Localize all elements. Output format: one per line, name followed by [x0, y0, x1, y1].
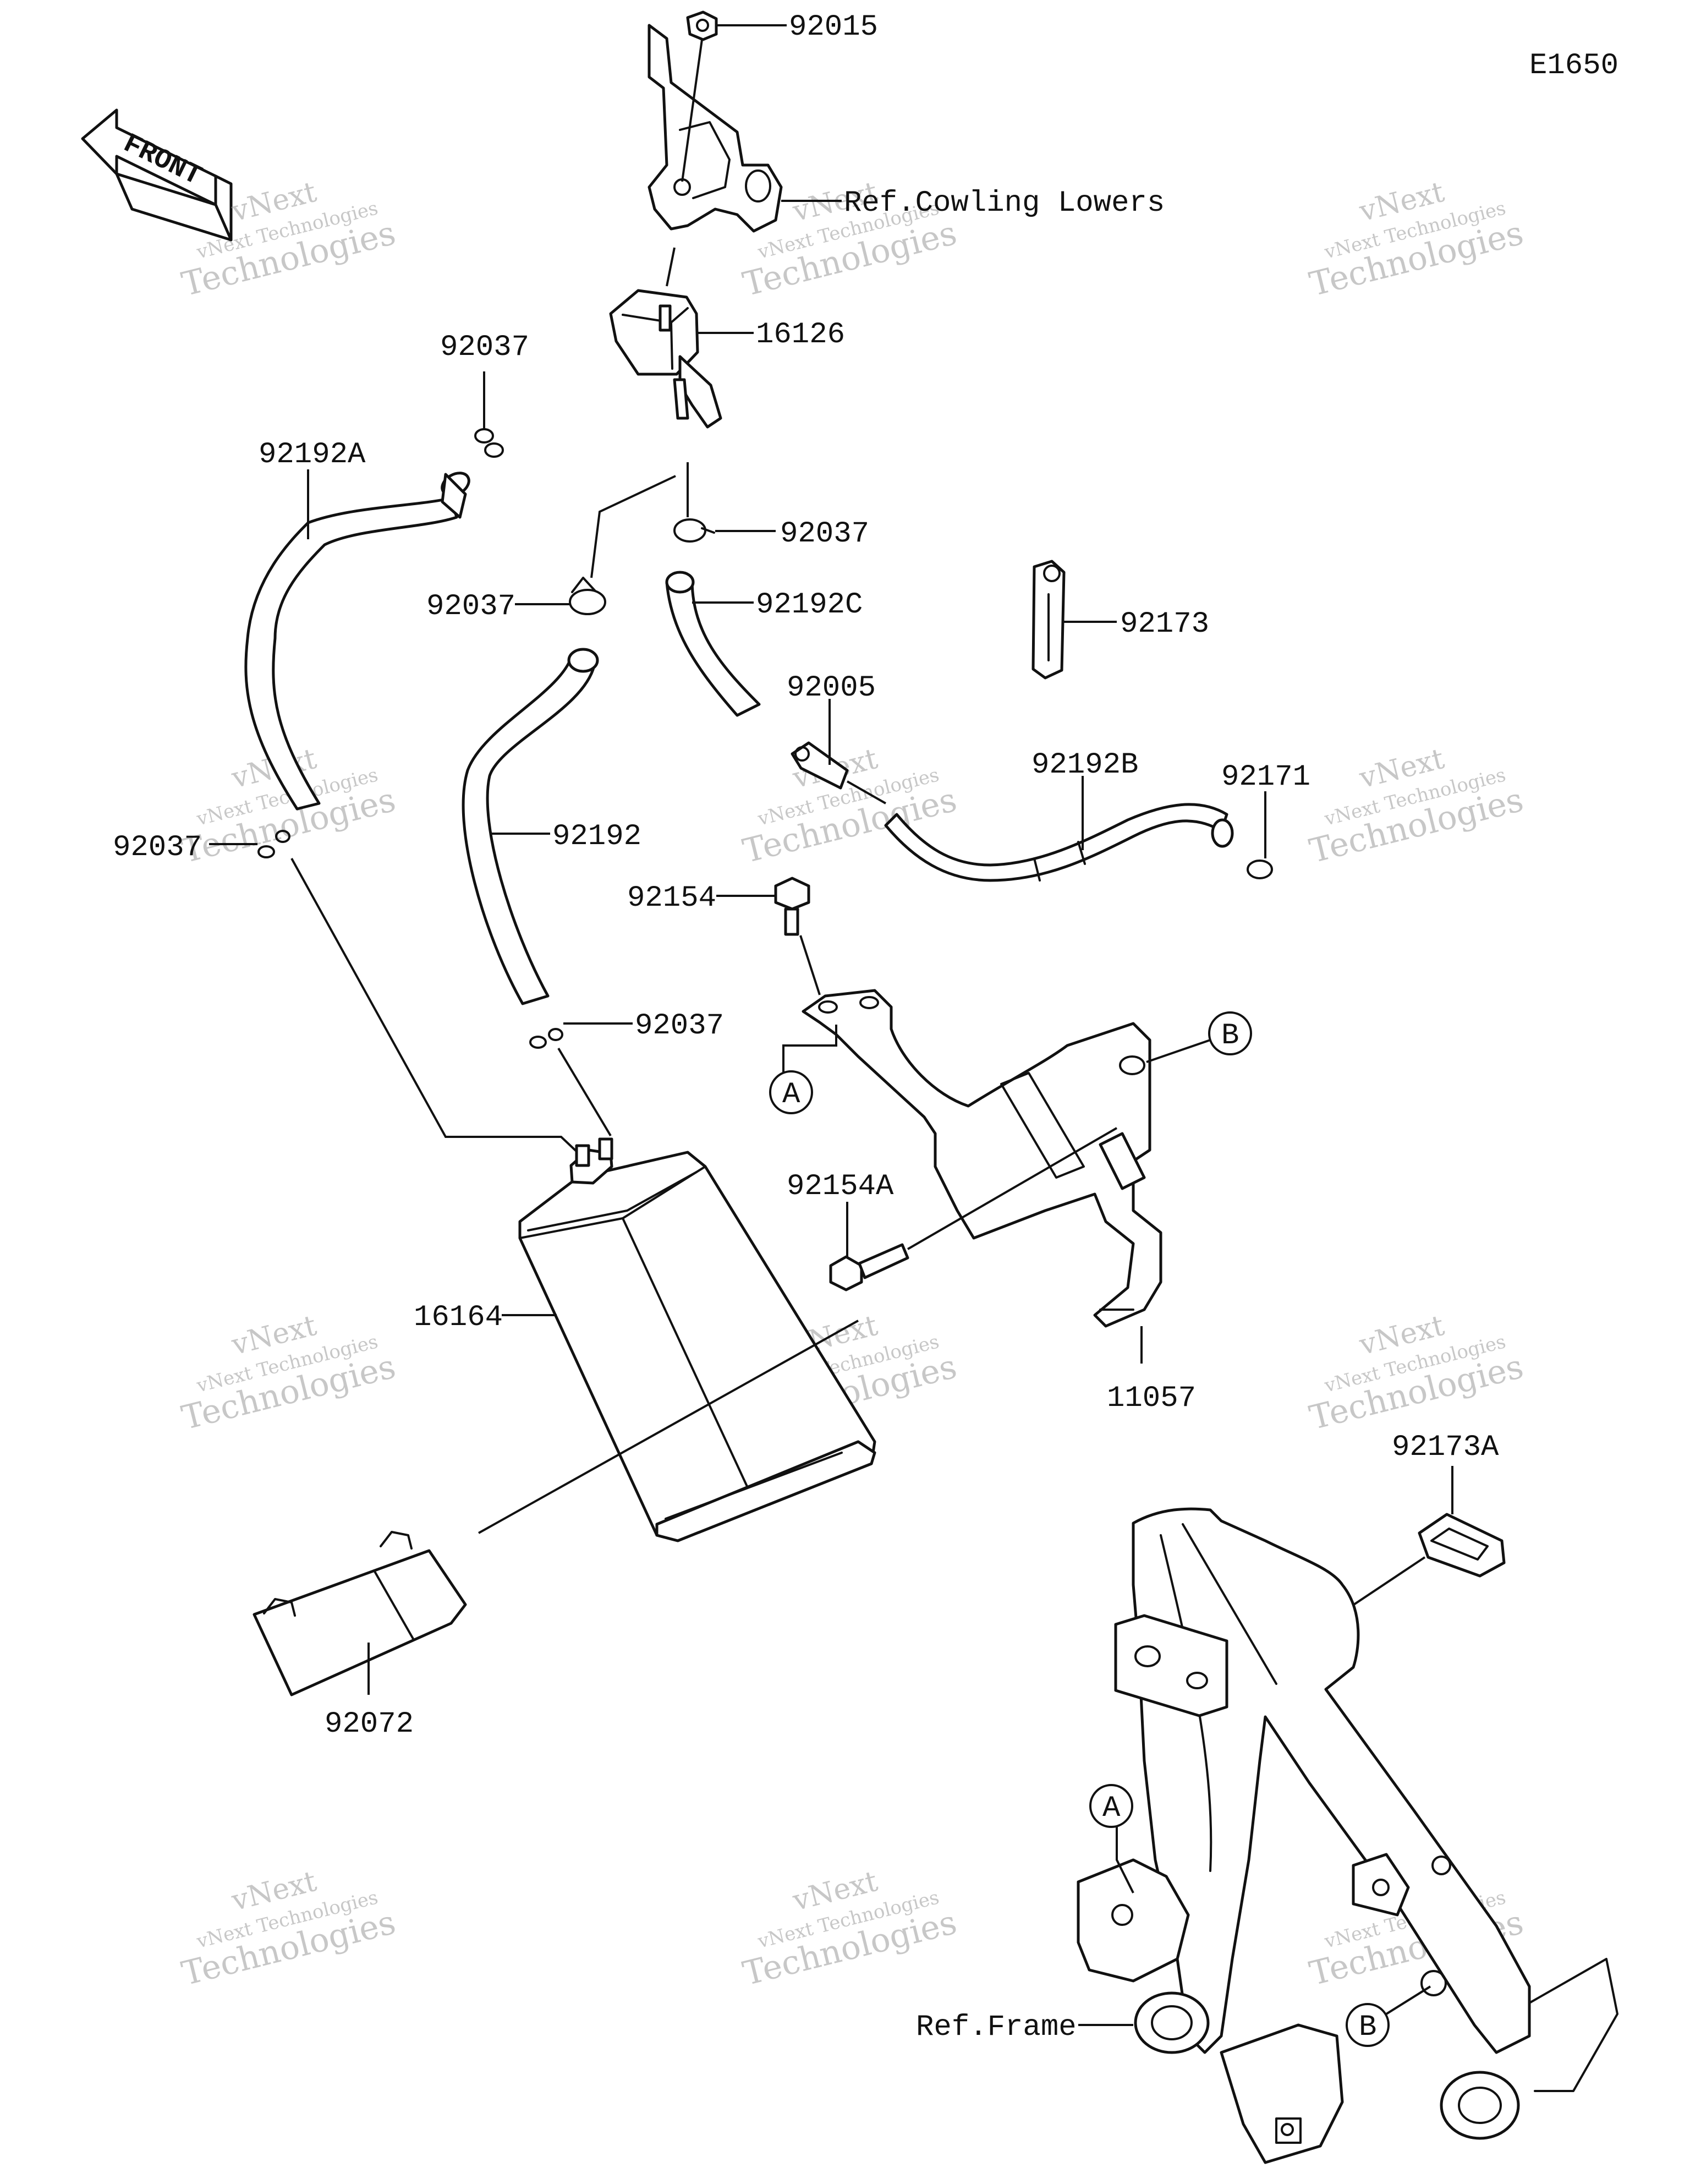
label-11057: 11057 — [1107, 1382, 1196, 1415]
clip-92037-top — [474, 428, 504, 458]
front-arrow-icon: FRONT — [81, 108, 233, 242]
strap-92173A — [1418, 1513, 1506, 1578]
label-92192: 92192 — [552, 820, 641, 853]
marker-a-frame — [1089, 1784, 1133, 1828]
marker-b-upper-label: B — [1221, 1019, 1239, 1053]
label-92192B: 92192B — [1031, 748, 1138, 782]
clip-92037-lower — [529, 1028, 563, 1049]
hose-92192C — [665, 571, 761, 717]
bolt-92154A — [829, 1243, 909, 1291]
marker-a-upper-label: A — [782, 1078, 800, 1112]
bracket-11057 — [802, 989, 1162, 1328]
label-ref-frame: Ref.Frame — [916, 2011, 1077, 2044]
marker-a-upper — [769, 1070, 813, 1114]
label-ref-cowling-lowers: Ref.Cowling Lowers — [844, 187, 1165, 220]
marker-b-upper — [1208, 1011, 1252, 1055]
label-92154: 92154 — [627, 882, 716, 915]
canister-16164 — [518, 1137, 876, 1542]
label-92037-right: 92037 — [780, 517, 869, 551]
label-92037-left: 92037 — [426, 590, 515, 623]
label-92072: 92072 — [325, 1707, 414, 1741]
label-92037-top: 92037 — [440, 331, 529, 364]
diagram-code: E1650 — [1529, 49, 1618, 83]
label-92171: 92171 — [1221, 760, 1310, 794]
strap-92173 — [1031, 560, 1066, 680]
nut-92015 — [686, 10, 718, 41]
hose-92192A — [244, 472, 470, 811]
cover-92072 — [253, 1531, 467, 1696]
clip-92037-left — [569, 577, 606, 615]
bolt-92154 — [774, 877, 810, 936]
label-92192C: 92192C — [756, 588, 863, 622]
label-92015: 92015 — [789, 10, 878, 44]
label-92005: 92005 — [787, 671, 876, 705]
marker-a-frame-label: A — [1102, 1792, 1121, 1825]
label-92037-lower: 92037 — [635, 1009, 724, 1043]
hose-92192 — [462, 648, 599, 1005]
label-92173A: 92173A — [1392, 1431, 1499, 1464]
label-92037-side: 92037 — [113, 831, 202, 864]
fitting-92005 — [791, 741, 849, 790]
clip-92037-right — [673, 518, 715, 543]
label-92192A: 92192A — [259, 438, 366, 472]
valve-16126 — [609, 289, 722, 429]
marker-b-frame-label: B — [1359, 2011, 1376, 2044]
hose-92192B — [884, 803, 1234, 882]
cowling-bracket — [648, 24, 783, 233]
label-92154A: 92154A — [787, 1170, 894, 1203]
label-92173: 92173 — [1120, 607, 1209, 641]
clip-92171 — [1247, 860, 1273, 879]
frame — [1077, 1507, 1618, 2164]
clip-92037-side — [257, 830, 290, 858]
label-16126: 16126 — [756, 318, 845, 352]
marker-b-frame — [1346, 2003, 1390, 2047]
label-16164: 16164 — [414, 1301, 503, 1334]
